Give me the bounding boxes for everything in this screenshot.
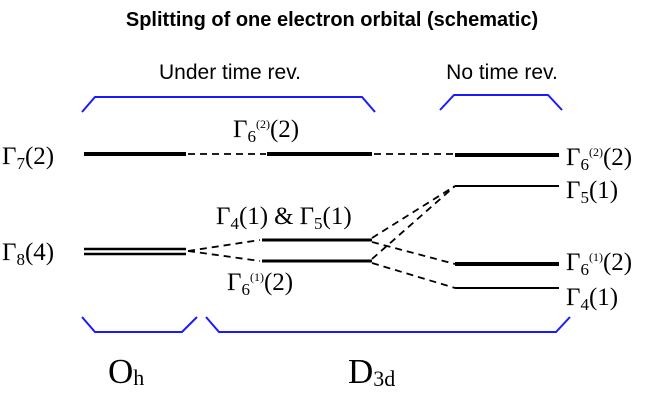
connector-mid6-to-gamma5 xyxy=(371,185,456,260)
connector-mid45-to-gamma5 xyxy=(371,185,456,239)
brace-time-reversal xyxy=(81,96,376,113)
connector-gamma8-to-mid45 xyxy=(187,239,261,252)
label-right-gamma5: Γ5(1) xyxy=(566,177,618,207)
label-right-gamma6-2: Γ6(2)(2) xyxy=(566,144,632,174)
connector-gamma8-to-mid6 xyxy=(187,250,261,262)
brace-label-time-reversal: Under time rev. xyxy=(159,61,301,84)
label-mid-gamma6-1: Γ6(1)(2) xyxy=(227,269,293,299)
label-mid-gamma6-2: Γ6(2)(2) xyxy=(233,116,299,146)
brace-no-time-reversal xyxy=(439,94,563,111)
connector-mid45-to-gamma6-1 xyxy=(371,241,456,265)
energy-levels xyxy=(84,152,559,289)
brace-d3d xyxy=(205,316,571,333)
diagram-title: Splitting of one electron orbital (schem… xyxy=(126,9,538,31)
group-label-d3d: D3d xyxy=(348,352,395,391)
label-oh-gamma7: Γ7(2) xyxy=(2,143,54,173)
connector-mid6-to-gamma4 xyxy=(371,262,456,289)
group-label-oh: Oh xyxy=(108,352,144,391)
brace-oh xyxy=(81,316,198,333)
label-mid-gamma45: Γ4(1)&Γ5(1) xyxy=(216,203,352,233)
connectors xyxy=(187,153,456,289)
label-right-gamma6-1: Γ6(1)(2) xyxy=(566,249,632,279)
label-right-gamma4: Γ4(1) xyxy=(566,284,618,314)
label-oh-gamma8: Γ8(4) xyxy=(2,239,54,269)
brace-label-no-time-reversal: No time rev. xyxy=(446,61,558,84)
